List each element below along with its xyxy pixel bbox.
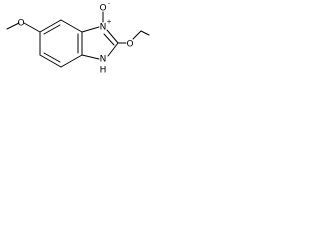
n-oxide-o-charge-label: - <box>108 1 110 8</box>
n-oxide-n-label: N <box>100 23 107 33</box>
bond-ethoxy-o-ch2 <box>132 30 142 40</box>
bond-ring-4 <box>60 54 83 68</box>
bond-ch2-ch3 <box>140 30 150 36</box>
n-oxide-o-label: O <box>99 4 106 14</box>
nh-h-label: H <box>100 66 107 76</box>
n-oxide-charge-label: + <box>106 19 111 26</box>
bond-methoxy-o-ring <box>23 22 41 33</box>
bond-n-oxide-to-c2-double <box>103 33 115 46</box>
bond-ring-double-3 <box>43 52 61 63</box>
bond-ring-2 <box>60 19 83 33</box>
bond-methyl-methoxy-o <box>6 22 20 30</box>
bond-ring-to-n-oxide <box>81 26 100 33</box>
bond-nh-to-ring <box>81 54 100 60</box>
bond-ring-1 <box>39 19 62 33</box>
atom-label-layer: O N + O - O N H <box>17 1 133 76</box>
methoxy-o-label: O <box>17 19 24 29</box>
bond-layer <box>6 11 150 68</box>
bond-n-oxide-to-c2 <box>106 29 119 44</box>
nh-n-label: N <box>100 55 107 65</box>
bond-ring-double-1 <box>43 24 61 35</box>
molecule-structure: O N + O - O N H <box>6 1 150 76</box>
bond-ring-5 <box>39 54 62 68</box>
ethoxy-o-label: O <box>126 40 133 50</box>
bond-c2-to-nh <box>107 42 119 57</box>
